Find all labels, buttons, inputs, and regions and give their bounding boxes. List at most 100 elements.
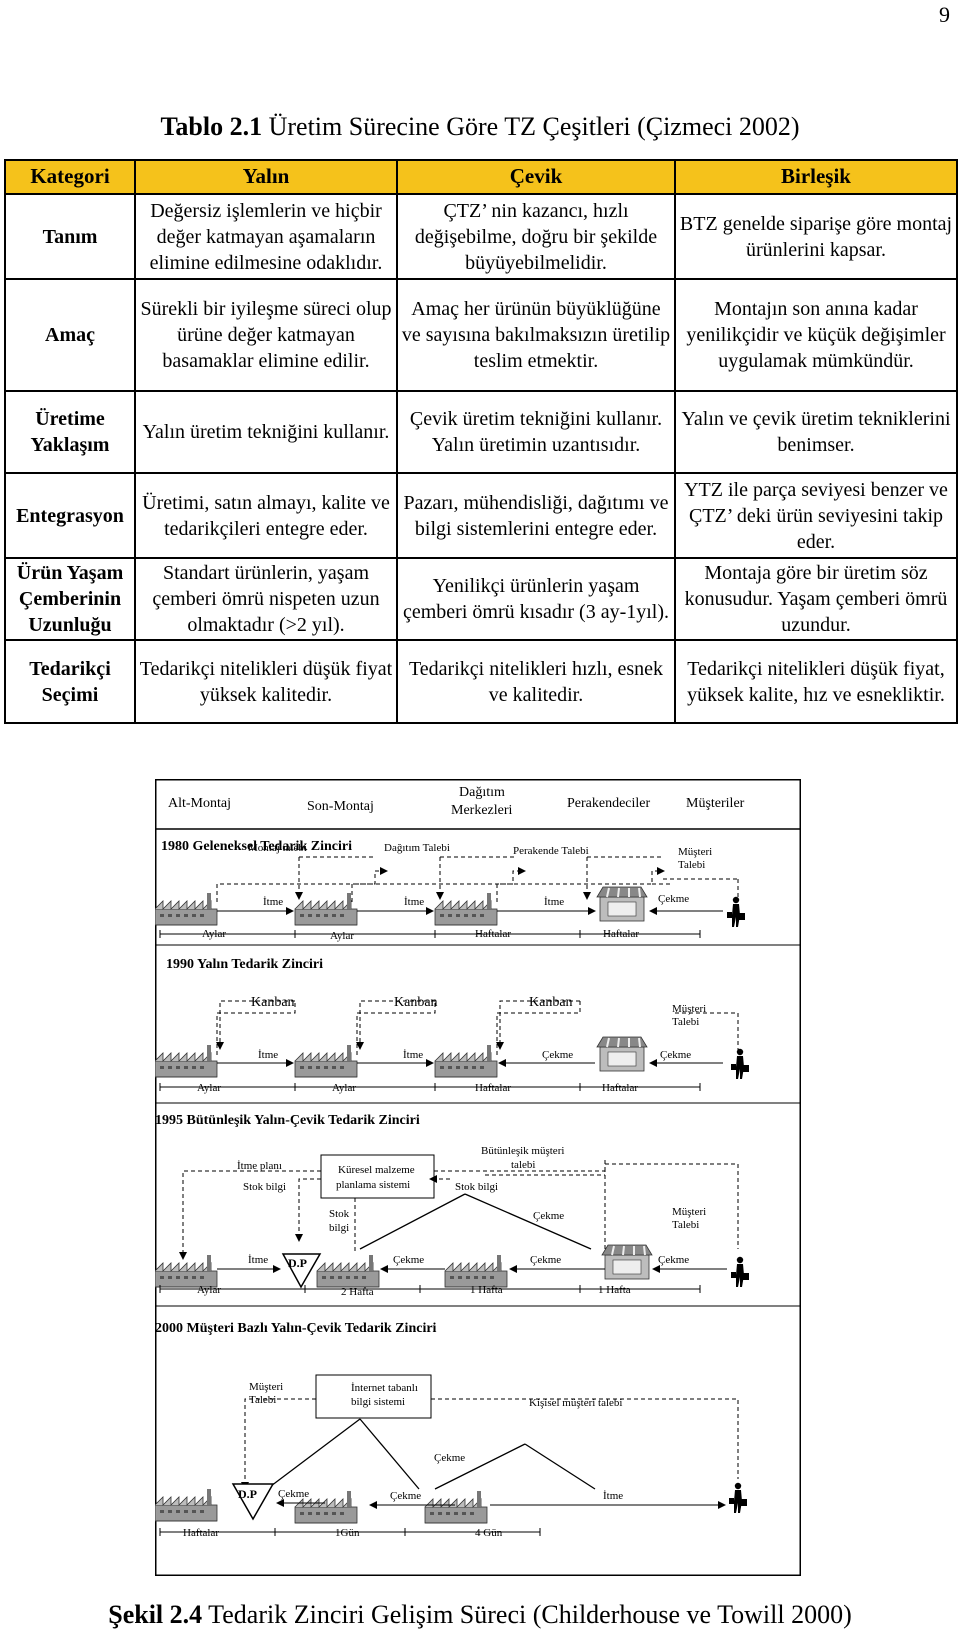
cekme-label: Çekme	[434, 1452, 465, 1464]
flow-label: İtme	[248, 1254, 268, 1266]
stok-bilgi-3b: bilgi	[329, 1222, 349, 1234]
page-number: 9	[939, 2, 950, 27]
table-cell: Yalın ve çevik üretim tekniklerini benim…	[674, 390, 958, 474]
stok-bilgi-3a: Stok	[329, 1208, 350, 1220]
global-planning-box	[320, 1154, 435, 1199]
itme-label: İtme	[603, 1490, 623, 1502]
factory-icon	[434, 892, 498, 926]
musteri-talebi-1: Müşteri	[249, 1381, 283, 1393]
table-cell: Yenilikçi ürünlerin yaşam çemberi ömrü k…	[396, 557, 676, 641]
stage-header: Alt-Montaj Son-Montaj Dağıtım Merkezleri…	[168, 785, 745, 818]
time-label: Haftalar	[475, 1082, 511, 1094]
table-caption-label: Tablo 2.1	[160, 112, 263, 141]
musteri-talebi-2: Talebi	[678, 859, 705, 871]
kanban-label: Kanban	[251, 995, 295, 1010]
panel-1995: 1995 Bütünleşik Yalın-Çevik Tedarik Zinc…	[155, 1113, 749, 1298]
factory-icon	[155, 1044, 218, 1078]
flow-label: Çekme	[530, 1254, 561, 1266]
cekme-mid-label: Çekme	[533, 1210, 564, 1222]
supply-chain-diagram: Alt-Montaj Son-Montaj Dağıtım Merkezleri…	[155, 779, 801, 1576]
kanban-label: Kanban	[394, 995, 438, 1010]
factory-icon	[155, 1254, 218, 1288]
time-label: Aylar	[202, 928, 226, 940]
table-header-row: Kategori Yalın Çevik Birleşik	[4, 159, 958, 195]
flow-label: İtme	[544, 896, 564, 908]
table-cell: BTZ genelde siparişe göre montaj ürünler…	[674, 193, 958, 280]
table-cell: Tedarikçi nitelikleri hızlı, esnek ve ka…	[396, 639, 676, 724]
planning-system-line2: planlama sistemi	[336, 1179, 410, 1191]
musteri-talebi-2: Talebi	[249, 1394, 276, 1406]
musteri-talebi-1: Müşteri	[672, 1003, 706, 1015]
time-label: Aylar	[332, 1082, 356, 1094]
internet-system-box	[315, 1374, 432, 1419]
stage-musteriler: Müşteriler	[686, 796, 745, 811]
panel-1990: 1990 Yalın Tedarik Zinciri Kanban Kanban…	[155, 957, 749, 1094]
factory-icon	[316, 1254, 380, 1288]
time-label: 1Gün	[335, 1527, 360, 1539]
table-row: Entegrasyon Üretimi, satın almayı, kalit…	[4, 472, 958, 559]
time-label: 1 Hafta	[598, 1284, 631, 1296]
time-label: 4 Gün	[475, 1527, 503, 1539]
customer-icon	[729, 1482, 747, 1513]
factory-icon	[155, 1488, 218, 1522]
table-cell: Tedarikçi nitelikleri düşük fiyat yüksek…	[134, 639, 398, 724]
table-row: Amaç Sürekli bir iyileşme süreci olup ür…	[4, 278, 958, 392]
musteri-talebi-1: Müşteri	[678, 846, 712, 858]
header-kategori: Kategori	[4, 159, 136, 195]
table-cell: Yalın üretim tekniğini kullanır.	[134, 390, 398, 474]
table-cell: Montajın son anına kadar yenilikçidir ve…	[674, 278, 958, 392]
time-label: Haftalar	[603, 928, 639, 940]
butunlesik-2: talebi	[511, 1159, 535, 1171]
cekme-label: Çekme	[278, 1488, 309, 1500]
flow-label: Çekme	[393, 1254, 424, 1266]
time-label: Aylar	[330, 930, 354, 942]
stage-dagitim-2: Merkezleri	[451, 803, 513, 818]
header-birlesik: Birleşik	[674, 159, 958, 195]
stok-bilgi-label: Stok bilgi	[243, 1181, 286, 1193]
table-caption: Tablo 2.1 Üretim Sürecine Göre TZ Çeşitl…	[0, 112, 960, 142]
factory-icon	[294, 892, 358, 926]
store-icon	[601, 1244, 653, 1280]
factory-icon	[424, 1490, 488, 1524]
dagitim-talebi-label: Dağıtım Talebi	[384, 842, 450, 854]
stage-son-montaj: Son-Montaj	[307, 799, 374, 814]
flow-label: Çekme	[658, 1254, 689, 1266]
panel-1980: 1980 Geleneksel Tedarik Zinciri Montaj t…	[155, 839, 745, 942]
customer-icon	[731, 1256, 749, 1287]
store-icon	[596, 886, 648, 922]
decoupling-point-triangle	[231, 1483, 275, 1521]
row-label: Tedarikçi Seçimi	[4, 639, 136, 724]
table-row: Tanım Değersiz işlemlerin ve hiçbir değe…	[4, 193, 958, 280]
internet-line2: bilgi sistemi	[351, 1396, 405, 1408]
factory-icon	[444, 1254, 508, 1288]
panel-title: 1980 Geleneksel Tedarik Zinciri	[161, 839, 352, 854]
store-icon	[596, 1036, 648, 1072]
customer-icon	[731, 1048, 749, 1079]
row-label: Amaç	[4, 278, 136, 392]
table-row: Tedarikçi Seçimi Tedarikçi nitelikleri d…	[4, 639, 958, 724]
header-yalin: Yalın	[134, 159, 398, 195]
panel-title: 2000 Müşteri Bazlı Yalın-Çevik Tedarik Z…	[155, 1321, 437, 1336]
perakende-talebi-label: Perakende Talebi	[513, 845, 589, 857]
factory-icon	[155, 892, 218, 926]
table-cell: Değersiz işlemlerin ve hiçbir değer katm…	[134, 193, 398, 280]
flow-label: İtme	[403, 1049, 423, 1061]
table-cell: Çevik üretim tekniğini kullanır. Yalın ü…	[396, 390, 676, 474]
figure-caption: Şekil 2.4 Tedarik Zinciri Gelişim Süreci…	[0, 1600, 960, 1630]
table-row: Üretime Yaklaşım Yalın üretim tekniğini …	[4, 390, 958, 474]
kanban-label: Kanban	[529, 995, 573, 1010]
factory-icon	[294, 1044, 358, 1078]
row-label: Üretime Yaklaşım	[4, 390, 136, 474]
flow-label: İtme	[263, 896, 283, 908]
panel-title: 1990 Yalın Tedarik Zinciri	[166, 957, 323, 972]
dp-label: D.P	[238, 1487, 257, 1501]
kisisel-talep-label: Kişisel müşteri talebi	[529, 1397, 622, 1409]
flow-label: İtme	[404, 896, 424, 908]
table-cell: Üretimi, satın almayı, kalite ve tedarik…	[134, 472, 398, 559]
table-caption-text: Üretim Sürecine Göre TZ Çeşitleri (Çizme…	[262, 112, 800, 141]
row-label: Entegrasyon	[4, 472, 136, 559]
stage-alt-montaj: Alt-Montaj	[168, 796, 231, 811]
table-cell: Amaç her ürünün büyüklüğüne ve sayısına …	[396, 278, 676, 392]
diagram-frame	[155, 779, 801, 1576]
row-label: Tanım	[4, 193, 136, 280]
